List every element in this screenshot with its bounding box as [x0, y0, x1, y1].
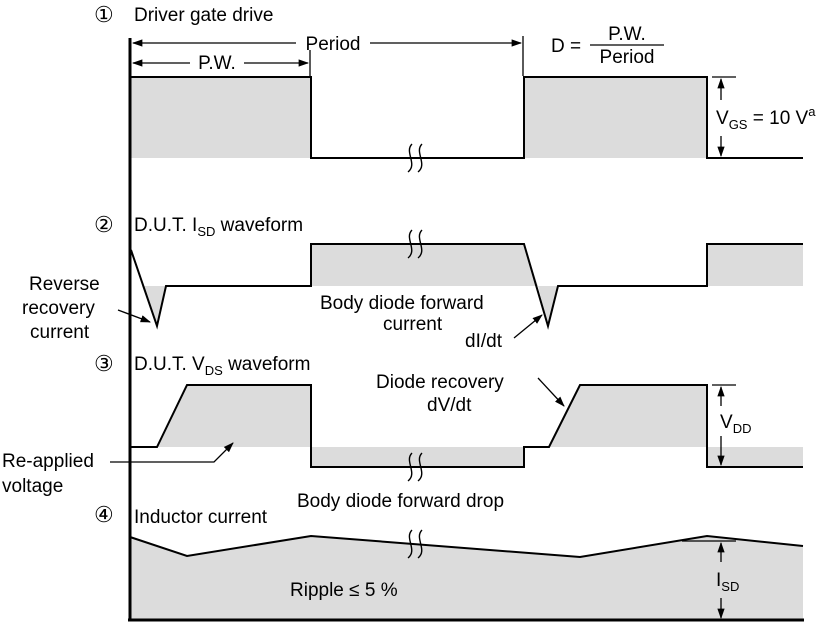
diode-recovery-arrow [537, 377, 565, 407]
time-break-mark-3 [407, 452, 423, 482]
section-number-4: ④ [94, 502, 114, 527]
reapplied-voltage-label-line-2: voltage [2, 476, 63, 497]
vgs-label: VGS = 10 Va [716, 104, 816, 132]
isd-section: ② D.U.T. ISD waveform Reverse recovery c… [22, 212, 803, 352]
isd-recovery-fill-2 [524, 244, 558, 326]
inductor-current-fill [130, 536, 803, 619]
section-number-3: ③ [94, 351, 114, 376]
body-diode-current-label-line-1: Body diode forward [320, 293, 484, 314]
vds-drop-fill-1 [311, 447, 524, 467]
ripple-label: Ripple ≤ 5 % [290, 580, 398, 601]
isd-forward-fill-2 [707, 244, 803, 286]
inductor-current-title: Inductor current [134, 507, 268, 528]
reapplied-voltage-label-line-1: Re-applied [2, 451, 94, 472]
isd-recovery-fill-1 [142, 286, 166, 326]
gate-pulse-fill-1 [130, 77, 311, 158]
gate-drive-section: ① Driver gate drive Period P.W. D = P.W.… [94, 2, 816, 173]
time-break-mark-1 [407, 143, 423, 173]
reverse-recovery-label-line-2: recovery [22, 298, 95, 319]
gate-pulse-fill-2 [524, 77, 707, 158]
inductor-isd-label: ISD [716, 570, 739, 594]
isd-forward-fill-1 [311, 244, 524, 286]
inductor-current-waveform [129, 534, 804, 559]
vds-waveform [130, 384, 803, 468]
didt-arrow [513, 314, 543, 339]
reverse-recovery-arrow [117, 309, 151, 323]
diode-recovery-label-line-1: Diode recovery [376, 372, 504, 393]
vds-drop-fill-2 [707, 447, 803, 467]
isd-title: D.U.T. ISD waveform [134, 215, 303, 239]
didt-label: dI/dt [465, 331, 503, 352]
duty-formula-lhs: D = [551, 36, 581, 57]
section-number-2: ② [94, 212, 114, 237]
vds-blocking-fill-1 [157, 385, 311, 447]
vds-blocking-fill-2 [549, 385, 707, 447]
diode-recovery-label-line-2: dV/dt [427, 395, 472, 416]
section-number-1: ① [94, 2, 114, 27]
gate-drive-title: Driver gate drive [134, 5, 273, 26]
body-diode-current-label-line-2: current [383, 314, 443, 335]
vds-title: D.U.T. VDS waveform [134, 354, 310, 378]
body-diode-drop-label: Body diode forward drop [297, 491, 504, 512]
duty-formula-numerator: P.W. [608, 24, 646, 45]
gate-drive-waveform [130, 76, 803, 159]
duty-formula-denominator: Period [600, 47, 655, 68]
pw-label: P.W. [198, 53, 236, 74]
reapplied-voltage-arrow [110, 442, 234, 463]
vdd-label: VDD [720, 412, 751, 436]
period-label: Period [306, 34, 361, 55]
reverse-recovery-label-line-3: current [30, 322, 90, 343]
time-break-mark-4 [407, 529, 423, 559]
reverse-recovery-label-line-1: Reverse [29, 274, 100, 295]
isd-waveform [130, 243, 803, 330]
time-break-mark-2 [407, 229, 423, 259]
vds-section: ③ D.U.T. VDS waveform Diode recovery dV/… [2, 351, 803, 512]
inductor-section: ④ Inductor current Ripple ≤ 5 % ISD [94, 502, 804, 620]
